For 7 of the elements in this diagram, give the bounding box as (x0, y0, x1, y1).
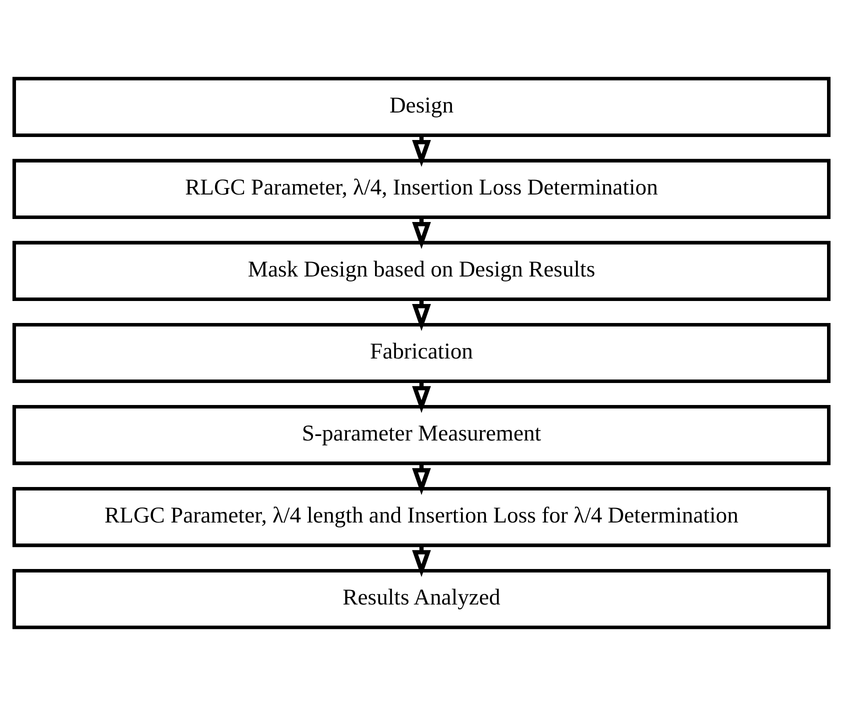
node-box: RLGC Parameter, λ/4 length and Insertion Loss for λ/4 Determination (12, 486, 831, 547)
node-box: Design (12, 76, 831, 136)
node-box: Mask Design based on Design Results (12, 240, 831, 301)
node-box: RLGC Parameter, λ/4, Insertion Loss Determination (12, 158, 831, 218)
node-box: Results Analyzed (12, 568, 831, 629)
node-box: Fabrication (12, 322, 831, 383)
node-box: S-parameter Measurement (12, 404, 831, 465)
